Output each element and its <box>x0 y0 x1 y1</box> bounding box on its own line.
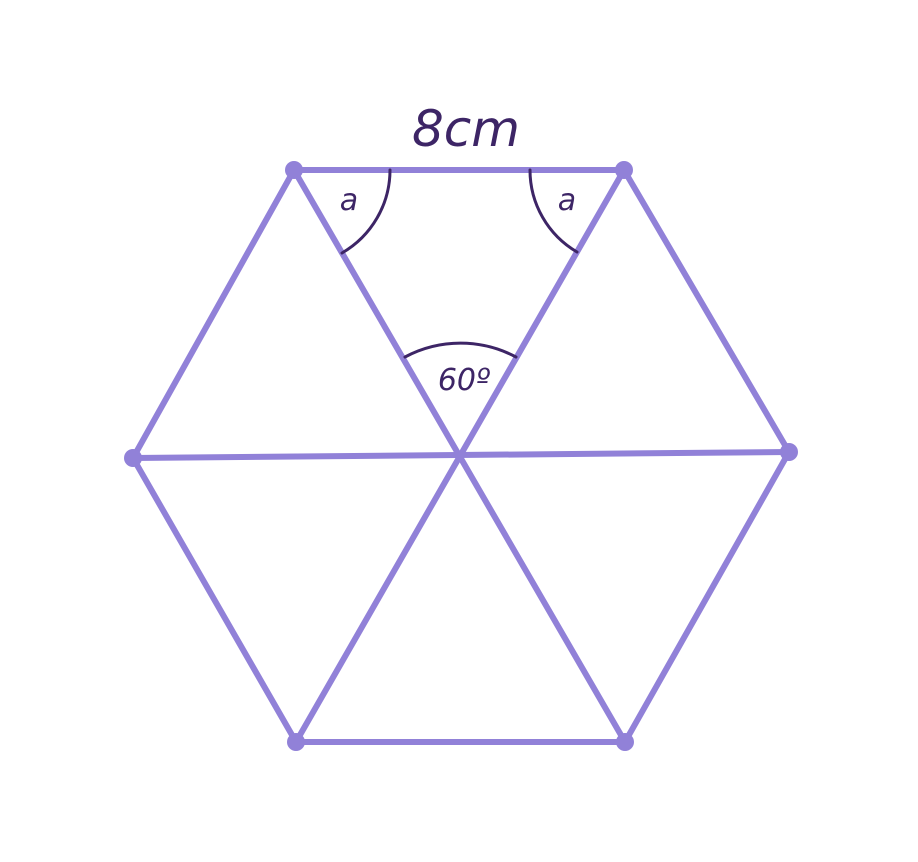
angle-arc-center <box>403 341 518 359</box>
angle-arcs <box>340 168 579 359</box>
edge-upper-right <box>621 167 792 455</box>
hexagon-diagonals <box>130 167 792 745</box>
hexagon-edges <box>130 167 792 745</box>
edge-lower-left <box>130 455 299 745</box>
vertex-left <box>124 449 142 467</box>
angle-arc-top-right <box>528 168 579 254</box>
angle-arc-top-left <box>340 168 392 255</box>
hexagon-vertices <box>124 161 798 751</box>
vertex-top-right <box>615 161 633 179</box>
vertex-bottom-right <box>616 733 634 751</box>
angle-label-left: a <box>340 183 358 218</box>
vertex-right <box>780 443 798 461</box>
center-angle-label: 60º <box>438 363 490 398</box>
angle-label-right: a <box>558 183 576 218</box>
side-length-label: 8cm <box>412 100 520 158</box>
vertex-bottom-left <box>287 733 305 751</box>
diagonal-left-to-right <box>130 449 792 461</box>
vertex-top-left <box>285 161 303 179</box>
edge-upper-left <box>130 167 297 461</box>
edge-lower-right <box>622 449 792 745</box>
